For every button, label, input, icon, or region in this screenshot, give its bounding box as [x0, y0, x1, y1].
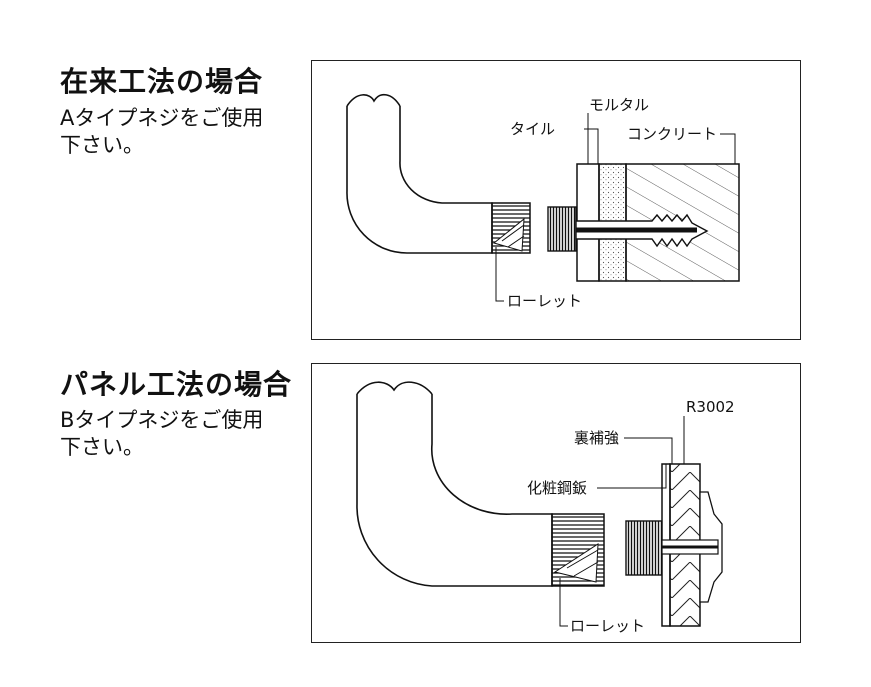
section1-desc-line1: Aタイプネジをご使用	[60, 106, 264, 130]
label-decorative-steel-plate: 化粧鋼鈑	[527, 479, 587, 497]
label-concrete: コンクリート	[627, 125, 717, 143]
handle-elbow	[356, 394, 553, 587]
label-part-number: R3002	[686, 398, 735, 416]
section1-title: 在来工法の場合	[60, 65, 264, 98]
label-back-reinforcement: 裏補強	[574, 429, 619, 447]
section2-description: Bタイプネジをご使用 下さい。	[60, 407, 263, 461]
conventional-method-diagram: モルタル タイル コンクリート ローレット	[346, 93, 740, 310]
section2-title: パネル工法の場合	[60, 368, 293, 401]
handle-cut-top	[356, 381, 433, 395]
panel-method-diagram: R3002 裏補強 化粧鋼鈑 ローレット	[356, 381, 735, 635]
threaded-bushing	[547, 206, 577, 252]
section2-desc-line1: Bタイプネジをご使用	[60, 408, 264, 432]
diagram-panel-conventional: モルタル タイル コンクリート ローレット	[311, 60, 801, 340]
threaded-bushing	[625, 520, 663, 576]
section1-description: Aタイプネジをご使用 下さい。	[60, 105, 263, 159]
label-tile: タイル	[510, 120, 555, 138]
handle-elbow	[346, 106, 493, 254]
label-knurl: ローレット	[507, 292, 582, 310]
section1-desc-line2: 下さい。	[60, 133, 144, 157]
diagram-panel-panel-method: R3002 裏補強 化粧鋼鈑 ローレット	[311, 363, 801, 643]
label-mortar: モルタル	[589, 96, 649, 114]
label-knurl: ローレット	[570, 617, 645, 635]
section2-desc-line2: 下さい。	[60, 435, 144, 459]
handle-cut-top	[346, 93, 401, 107]
